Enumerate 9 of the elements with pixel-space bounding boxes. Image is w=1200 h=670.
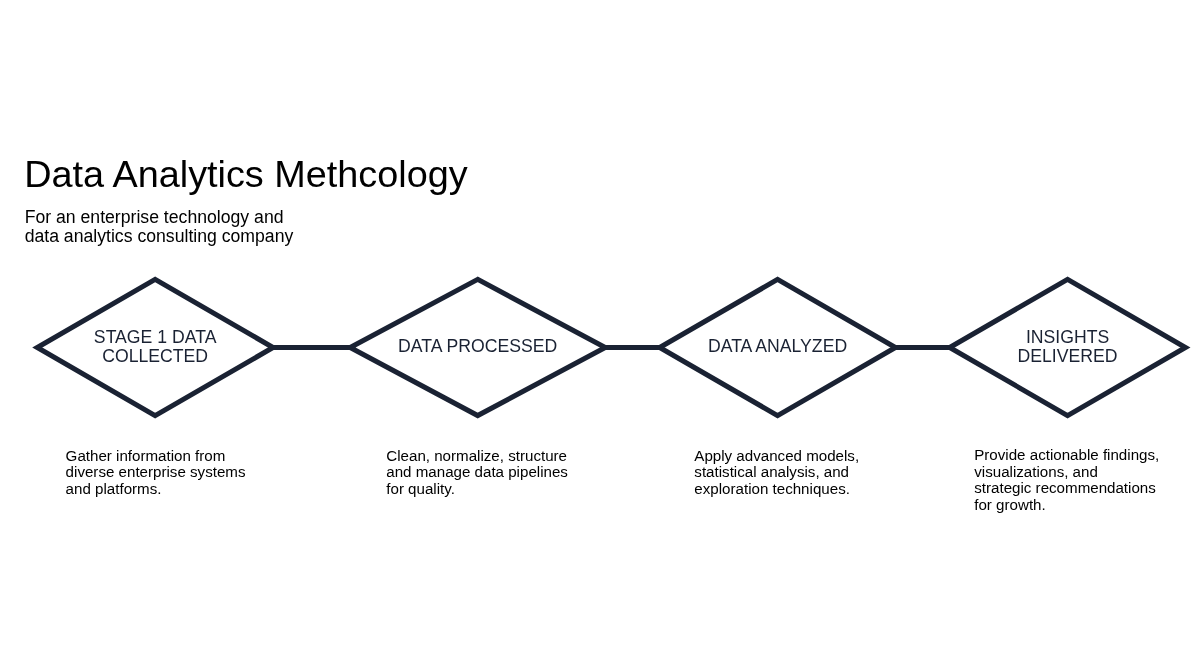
label: For an enterprise technology and data analytics consulting company xyxy=(24,206,294,246)
node-label: Gather information from diverse enterprise systems and platforms. xyxy=(65,446,246,497)
connector xyxy=(273,344,351,350)
node-label: Clean, normalize, structure and manage data pipelines for quality. xyxy=(386,446,568,497)
connector xyxy=(605,344,660,350)
node-label: Provide actionable findings, visualizations, and strategic recommendations for growth. xyxy=(974,445,1160,513)
diagram-title: Data Analytics Methcology xyxy=(24,152,468,195)
node-label: Apply advanced models, statistical analysis, and exploration techniques. xyxy=(694,446,860,497)
connector xyxy=(895,344,950,350)
